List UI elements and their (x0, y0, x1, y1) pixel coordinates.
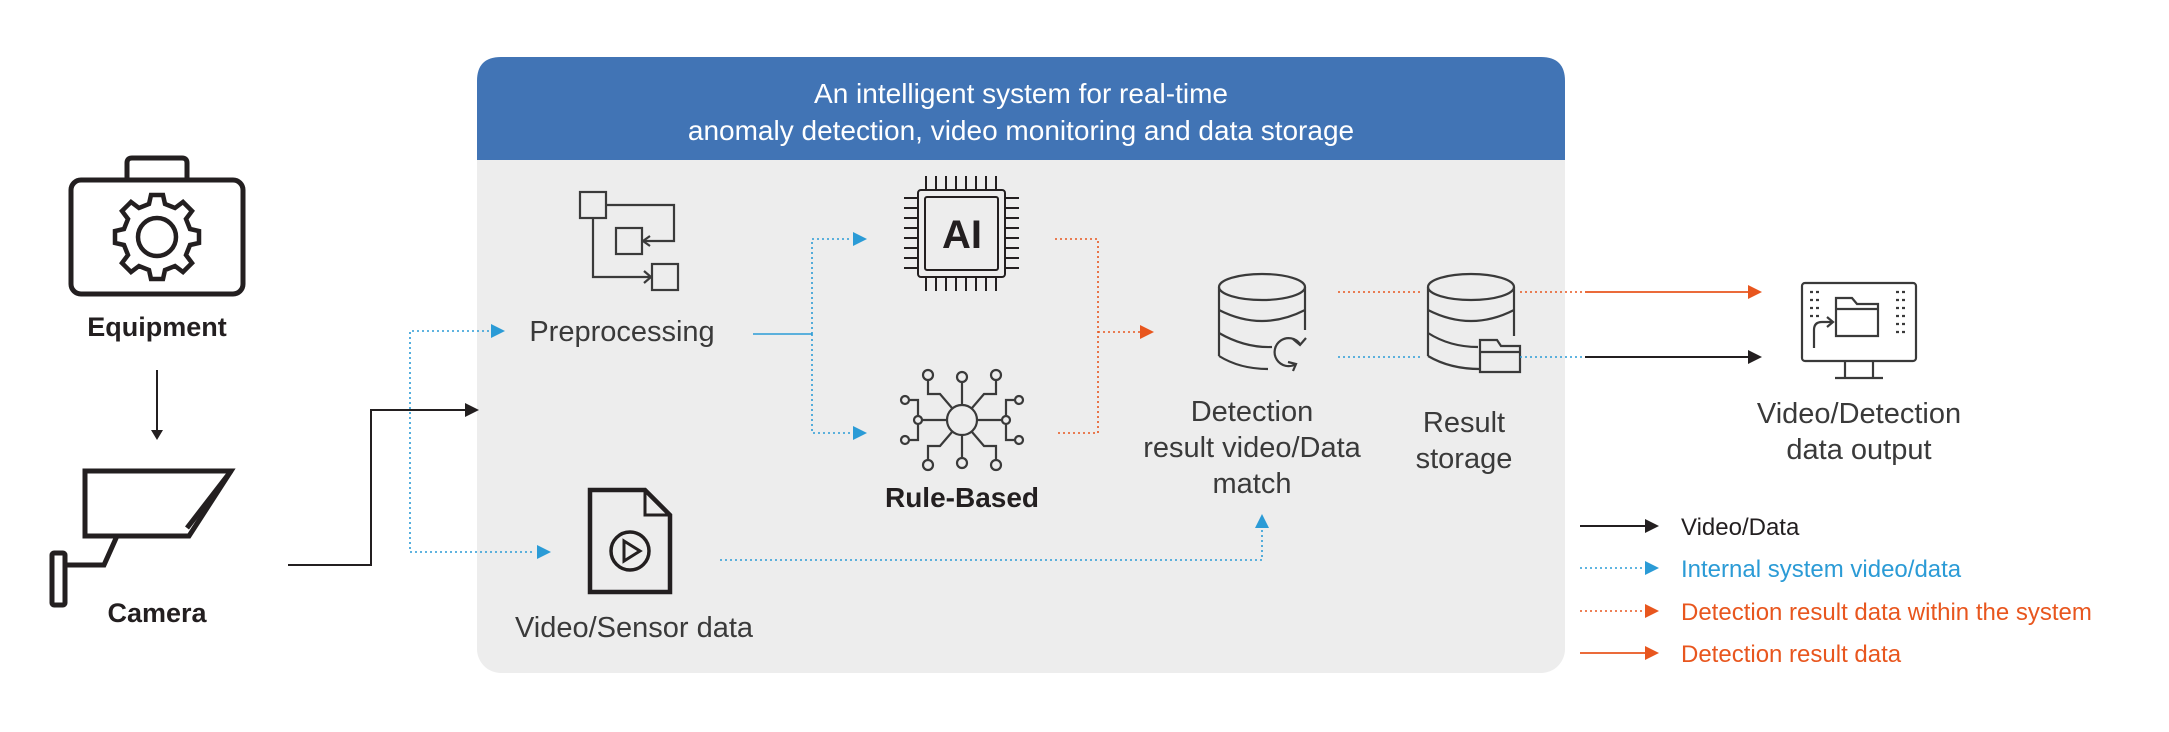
storage-label-line1: Result (1423, 407, 1505, 439)
system-header (477, 57, 1565, 160)
legend-item-video-data: Video/Data (1580, 514, 1800, 541)
database-sync-icon (1217, 272, 1307, 372)
arrow-to-rule-based (853, 426, 867, 440)
detection-label-line1: Detection (1191, 396, 1314, 428)
legend-label: Detection result data (1681, 641, 1902, 668)
legend-label: Video/Data (1681, 514, 1800, 541)
arrow-up-to-detection (1255, 514, 1269, 528)
flow-detection-storage (1338, 291, 1420, 358)
preprocessing-label: Preprocessing (529, 316, 714, 348)
system-title-line1: An intelligent system for real-time (814, 78, 1228, 109)
detection-label-line3: match (1213, 468, 1292, 500)
system-panel: An intelligent system for real-time anom… (477, 57, 1565, 673)
arrow-to-video-sensor (537, 545, 551, 559)
camera-icon (49, 468, 236, 608)
legend: Video/Data Internal system video/data De… (1580, 514, 2092, 668)
output-label-line1: Video/Detection (1757, 398, 1961, 430)
equipment-icon (68, 155, 246, 297)
flow-storage-blue-dark (1520, 350, 1762, 364)
flow-video-to-detection (720, 528, 1263, 561)
ai-label: AI (942, 213, 982, 257)
flow-storage-orange (1520, 285, 1762, 299)
video-file-icon (587, 487, 673, 595)
arrow-to-preprocessing (491, 324, 505, 338)
detection-label-line2: result video/Data (1143, 432, 1361, 464)
camera-label: Camera (107, 598, 207, 628)
legend-item-detection-result: Detection result data (1580, 641, 1902, 668)
arrow-equipment-camera (151, 370, 163, 440)
rule-based-label: Rule-Based (885, 482, 1039, 513)
preprocessing-icon (578, 190, 680, 292)
flow-to-detection (1055, 238, 1140, 434)
output-label-line2: data output (1786, 434, 1931, 466)
legend-label: Detection result data within the system (1681, 599, 2092, 626)
ai-chip-icon (904, 176, 1019, 291)
monitor-output-icon (1800, 281, 1918, 380)
database-folder-icon (1426, 272, 1522, 374)
equipment-label: Equipment (87, 312, 227, 342)
legend-item-internal: Internal system video/data (1580, 556, 1962, 583)
arrow-to-ai (853, 232, 867, 246)
system-title-line2: anomaly detection, video monitoring and … (688, 115, 1354, 146)
arrow-to-detection (1140, 325, 1154, 339)
storage-label-line2: storage (1416, 443, 1513, 475)
flow-preprocessing-split (753, 238, 851, 434)
rule-based-icon (899, 368, 1025, 472)
video-sensor-label: Video/Sensor data (515, 612, 754, 644)
legend-item-detection-within: Detection result data within the system (1580, 599, 2092, 626)
arrow-camera-system (288, 403, 479, 566)
legend-label: Internal system video/data (1681, 556, 1962, 583)
